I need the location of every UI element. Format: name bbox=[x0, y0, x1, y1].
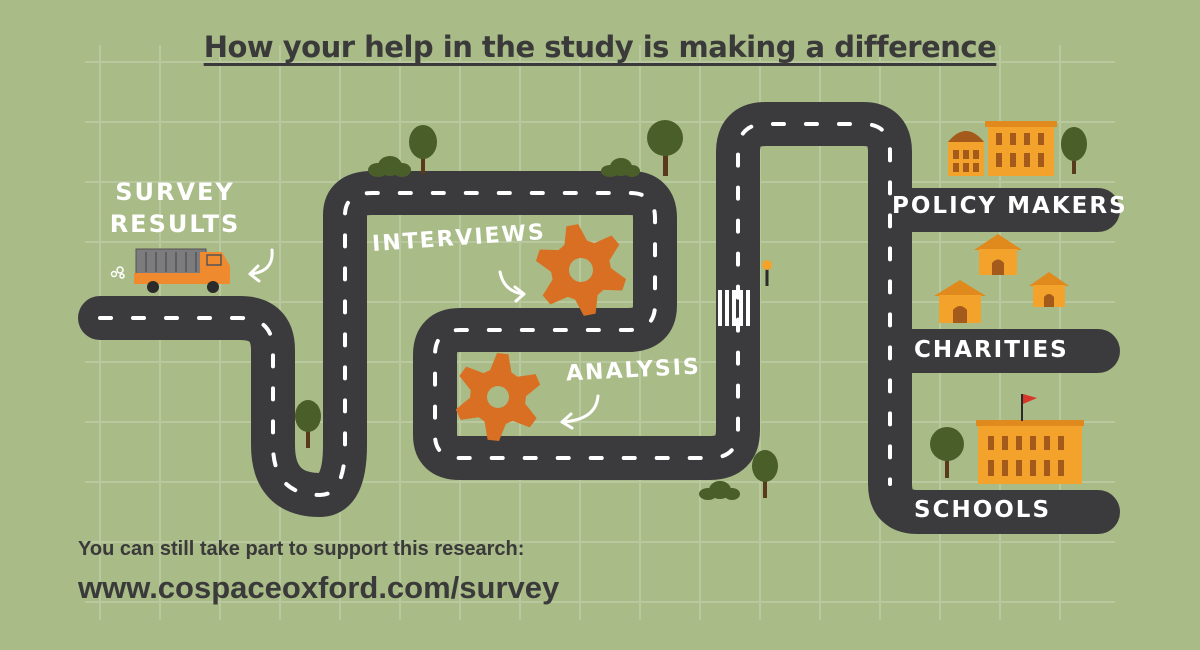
arrow-icon bbox=[560, 394, 600, 430]
town-hall-icon bbox=[948, 121, 1057, 176]
gear-icon bbox=[455, 353, 541, 441]
tree-icon bbox=[409, 125, 437, 174]
gear-icon bbox=[535, 224, 627, 316]
tree-icon bbox=[1061, 127, 1087, 174]
tree-icon bbox=[930, 427, 964, 478]
road-center-line bbox=[98, 122, 892, 498]
label-policy-makers: POLICY MAKERS bbox=[892, 193, 1128, 219]
flag-icon bbox=[1021, 394, 1037, 421]
footer-survey-url[interactable]: www.cospaceoxford.com/survey bbox=[78, 570, 560, 605]
tree-icon bbox=[295, 400, 321, 448]
label-survey-results: SURVEY RESULTS bbox=[95, 176, 255, 240]
road bbox=[78, 102, 1120, 534]
truck-icon bbox=[110, 248, 230, 293]
crosswalk-icon bbox=[718, 290, 750, 326]
label-schools: SCHOOLS bbox=[914, 497, 1052, 523]
house-icon bbox=[1029, 272, 1069, 307]
label-charities: CHARITIES bbox=[914, 337, 1069, 363]
bush-icon bbox=[368, 156, 411, 177]
bush-icon bbox=[601, 158, 640, 177]
page-title: How your help in the study is making a d… bbox=[203, 30, 997, 64]
tree-icon bbox=[752, 450, 778, 498]
arrow-icon bbox=[498, 270, 526, 303]
footer-call-to-action: You can still take part to support this … bbox=[78, 538, 525, 560]
bush-icon bbox=[699, 481, 740, 500]
house-icon bbox=[934, 280, 986, 323]
house-icon bbox=[974, 234, 1022, 275]
arrow-icon bbox=[248, 248, 274, 283]
lamp-post-icon bbox=[762, 260, 772, 286]
tree-icon bbox=[647, 120, 683, 176]
school-building-icon bbox=[976, 420, 1084, 484]
label-survey-results-text: SURVEY RESULTS bbox=[109, 178, 241, 238]
